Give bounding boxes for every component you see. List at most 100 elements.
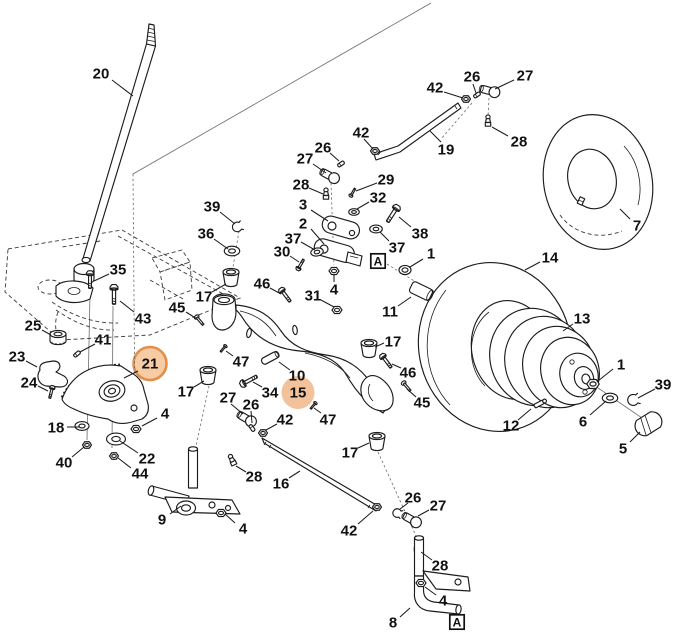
part-label-17[interactable]: 17: [385, 333, 402, 350]
part-label-3[interactable]: 3: [299, 196, 307, 213]
part-label-6[interactable]: 6: [579, 413, 587, 430]
part-label-39[interactable]: 39: [655, 376, 672, 393]
part-label-4[interactable]: 4: [239, 520, 248, 537]
part-label-45[interactable]: 45: [169, 299, 186, 316]
part-label-26[interactable]: 26: [405, 489, 422, 506]
part-label-15[interactable]: 15: [290, 384, 307, 401]
part-label-22[interactable]: 22: [139, 450, 156, 467]
part-label-41[interactable]: 41: [95, 331, 112, 348]
leader-line-19: [429, 130, 442, 143]
leader-line-42: [357, 510, 374, 525]
hex-nut: [369, 147, 381, 155]
part-label-32[interactable]: 32: [370, 189, 387, 206]
part-label-47[interactable]: 47: [320, 411, 337, 428]
section-marker-letter: A: [374, 254, 383, 268]
part-label-26[interactable]: 26: [243, 396, 260, 413]
washer: [601, 392, 619, 404]
part-label-26[interactable]: 26: [315, 139, 332, 156]
part-label-10[interactable]: 10: [289, 367, 306, 384]
part-label-29[interactable]: 29: [378, 171, 395, 188]
hex-nut: [331, 305, 343, 315]
part-label-42[interactable]: 42: [353, 124, 370, 141]
part-label-27[interactable]: 27: [220, 389, 237, 406]
part-label-28[interactable]: 28: [293, 176, 310, 193]
leader-line-37: [300, 241, 316, 251]
part-label-13[interactable]: 13: [574, 310, 591, 327]
part-label-46[interactable]: 46: [400, 364, 417, 381]
bolt: [238, 372, 260, 389]
leader-line-4: [424, 586, 437, 596]
part-label-4[interactable]: 4: [161, 405, 170, 422]
part-label-8[interactable]: 8: [389, 614, 397, 631]
washer: [74, 421, 90, 431]
part-label-5[interactable]: 5: [619, 440, 627, 457]
part-label-1[interactable]: 1: [427, 245, 435, 262]
part-label-21[interactable]: 21: [142, 355, 159, 372]
part-label-27[interactable]: 27: [430, 497, 447, 514]
cotter-pin: [336, 159, 346, 169]
part-label-26[interactable]: 26: [464, 68, 481, 85]
highlight-layer: [132, 345, 315, 409]
part-label-37[interactable]: 37: [389, 239, 406, 256]
part-label-28[interactable]: 28: [432, 557, 449, 574]
part-label-39[interactable]: 39: [204, 198, 221, 215]
part-label-37[interactable]: 37: [285, 230, 302, 247]
part-label-12[interactable]: 12: [503, 417, 520, 434]
part-label-28[interactable]: 28: [511, 133, 528, 150]
leader-line-17: [357, 442, 370, 449]
part-label-23[interactable]: 23: [9, 348, 26, 365]
part-label-43[interactable]: 43: [135, 310, 152, 327]
part-label-11[interactable]: 11: [382, 303, 398, 320]
leader-line-16: [288, 470, 301, 479]
part-label-20[interactable]: 20: [93, 65, 110, 82]
part-label-46[interactable]: 46: [254, 275, 271, 292]
part-label-31[interactable]: 31: [305, 287, 322, 304]
leader-line-5: [629, 431, 641, 443]
part-label-28[interactable]: 28: [246, 468, 263, 485]
part-label-16[interactable]: 16: [273, 475, 290, 492]
part-label-40[interactable]: 40: [56, 454, 73, 471]
part-label-44[interactable]: 44: [132, 465, 149, 482]
part-label-35[interactable]: 35: [110, 261, 127, 278]
tie-rod: [226, 408, 424, 552]
part-label-36[interactable]: 36: [198, 225, 215, 242]
part-label-30[interactable]: 30: [274, 243, 291, 260]
part-label-17[interactable]: 17: [342, 444, 359, 461]
highlight-circle-15: [281, 376, 315, 409]
part-label-24[interactable]: 24: [21, 374, 38, 391]
ball-joint: [317, 165, 342, 187]
part-label-9[interactable]: 9: [158, 511, 166, 528]
part-label-4[interactable]: 4: [439, 592, 448, 609]
part-label-1[interactable]: 1: [617, 356, 625, 373]
part-label-19[interactable]: 19: [438, 141, 455, 158]
part-label-47[interactable]: 47: [233, 353, 250, 370]
grease-fitting: [226, 452, 238, 467]
part-label-34[interactable]: 34: [262, 384, 279, 401]
leader-line-39: [637, 388, 656, 399]
part-label-25[interactable]: 25: [25, 317, 42, 334]
leader-line-13: [562, 323, 574, 332]
leader-line-42: [265, 423, 278, 431]
part-label-42[interactable]: 42: [341, 522, 358, 539]
part-label-4[interactable]: 4: [330, 281, 339, 298]
leader-line-12: [517, 408, 532, 421]
part-label-42[interactable]: 42: [427, 79, 444, 96]
part-label-27[interactable]: 27: [297, 150, 314, 167]
leader-line-34: [252, 381, 263, 388]
part-label-45[interactable]: 45: [414, 394, 431, 411]
part-label-18[interactable]: 18: [48, 419, 65, 436]
part-label-38[interactable]: 38: [412, 225, 429, 242]
spindle-right: [413, 535, 471, 615]
part-label-17[interactable]: 17: [178, 383, 195, 400]
part-label-7[interactable]: 7: [633, 217, 641, 234]
leader-line-23: [25, 360, 38, 368]
part-label-27[interactable]: 27: [517, 67, 534, 84]
wheel-rim: [489, 307, 600, 409]
leader-line-21: [123, 370, 139, 379]
part-label-2[interactable]: 2: [299, 215, 307, 232]
part-label-42[interactable]: 42: [277, 411, 294, 428]
bushing: [360, 338, 378, 359]
part-label-17[interactable]: 17: [196, 288, 213, 305]
part-label-14[interactable]: 14: [542, 249, 559, 266]
